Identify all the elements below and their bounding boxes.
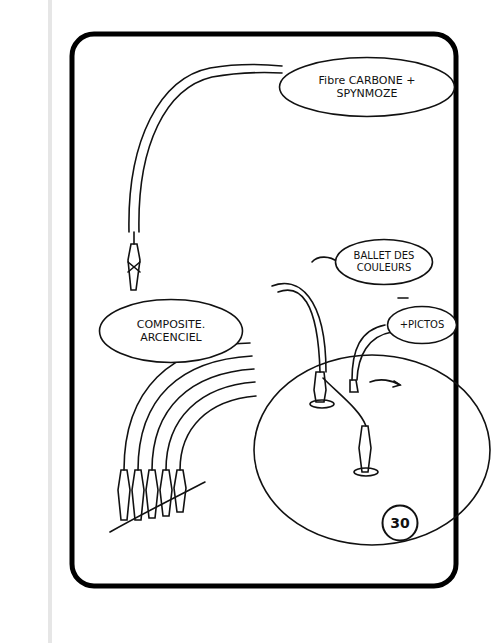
callout-text: COMPOSITE. ARCENCIEL [98,318,244,344]
ballet-callout: BALLET DES COULEURS [334,238,434,286]
rainbow-callout: COMPOSITE. ARCENCIEL [98,298,244,364]
pictos-callout: +PICTOS [386,305,458,345]
callout-text: Fibre CARBONE + SPYNMOZE [278,74,456,100]
page-edge [48,0,52,643]
page-number: 30 [381,504,419,542]
callout-text: +PICTOS [390,319,455,331]
callout-text: 30 [390,515,409,531]
sketch-frame [72,34,456,586]
fiber-arch [128,64,282,290]
material-callout: Fibre CARBONE + SPYNMOZE [278,56,456,118]
callout-text: BALLET DES COULEURS [334,250,434,274]
rainbow-arcs [110,343,256,532]
ballet-scene [254,257,490,545]
